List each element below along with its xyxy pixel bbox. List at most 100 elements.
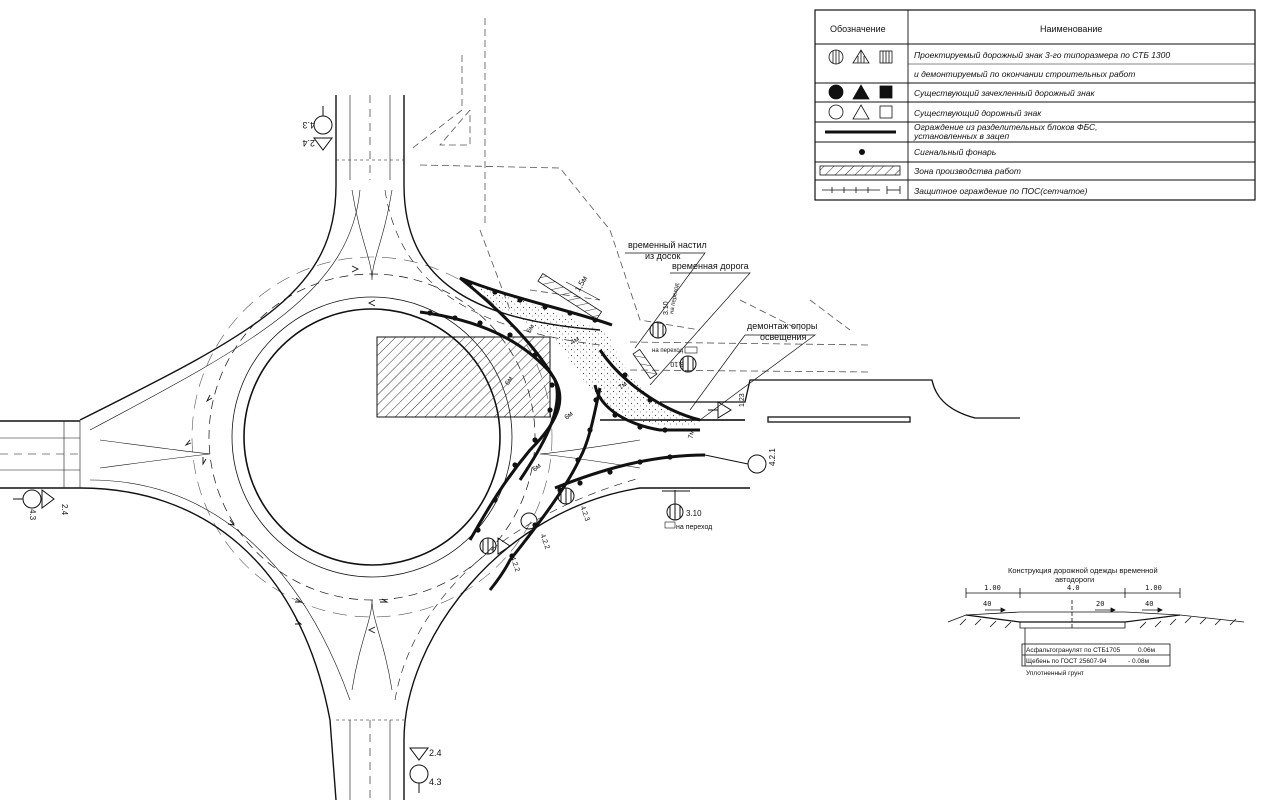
sign-labels: 4.3 2.4 2.4 4.3 2.4 4.3 3.10 3.10 3.10 н…: [28, 120, 777, 787]
central-island: [243, 308, 501, 566]
barrier-2: [459, 276, 559, 481]
label-422: 4.2.2: [539, 533, 551, 550]
legend-header-symbol: Обозначение: [830, 24, 886, 34]
lane-lines: [0, 95, 641, 800]
flow-arrows: [184, 265, 389, 634]
barrier-5: [554, 453, 706, 490]
section-title-line2: автодороги: [1055, 575, 1094, 584]
sign-310-lower: [662, 490, 690, 521]
label-421: 4.2.1: [768, 448, 777, 466]
label-310-mid: 3.10: [670, 360, 684, 367]
legend-row-3: Существующий зачехленный дорожный знак: [914, 88, 1095, 98]
barrier-tail: [598, 349, 701, 422]
label-perekhod-upper: на переход: [669, 282, 680, 314]
legend-table: [814, 9, 1256, 201]
label-north-43: 4.3: [302, 120, 315, 130]
signal-lamps: [427, 280, 673, 559]
label-north-24: 2.4: [302, 138, 315, 148]
legend-row-6: Сигнальный фонарь: [914, 147, 996, 157]
legend-row-2: и демонтируемый по окончании строительны…: [914, 69, 1135, 79]
sign-423-b: [479, 537, 511, 555]
dim-15: 1,5м: [573, 274, 589, 293]
label-south-24: 2.4: [429, 748, 442, 758]
south-splitter: [351, 599, 393, 691]
inner-ring: [231, 296, 513, 578]
dim-6-b: 6м: [504, 375, 515, 386]
barrier-3: [488, 387, 602, 591]
cross-section: [947, 588, 1245, 667]
dim-6-d: 6м: [531, 462, 542, 473]
legend-header-name: Наименование: [1040, 24, 1102, 34]
legend-row-4: Существующий дорожный знак: [914, 108, 1042, 118]
label-west-43: 4.3: [28, 509, 37, 521]
dim-7-b: 7м: [688, 429, 696, 439]
label-perekhod-lower: на переход: [676, 524, 712, 531]
sign-west-circle: [22, 489, 42, 509]
legend-row-1: Проектируемый дорожный знак 3-го типораз…: [914, 50, 1170, 60]
label-south-43: 4.3: [429, 777, 442, 787]
work-zone-hatch: [376, 336, 551, 418]
label-310-upper: 3.10: [663, 301, 670, 315]
barrier-1: [419, 310, 562, 541]
north-splitter: [351, 189, 393, 281]
legend-row-5b: установленных в зацеп: [913, 131, 1009, 141]
label-423-b: 4.2.2: [509, 556, 521, 573]
sign-west-triangle: [41, 489, 55, 509]
sign-north-circle: [313, 115, 333, 135]
section-title-line1: Конструкция дорожной одежды временной: [1008, 566, 1158, 575]
temporary-road: [465, 280, 700, 427]
section-dim-left: 1.00: [984, 584, 1001, 592]
callout-temp-deck-line1: временный настил: [628, 240, 707, 250]
sign-421: [747, 454, 767, 474]
sign-south-circle: [409, 764, 429, 784]
sign-423-a: [557, 487, 575, 505]
existing-streets: [409, 18, 871, 373]
callout-temp-road: временная дорога: [672, 261, 749, 271]
callout-dismantle-line2: освещения: [760, 332, 806, 342]
dim-6-c: 6м: [563, 410, 574, 421]
section-slope-mid: 20: [1096, 600, 1104, 608]
sign-north-triangle: [313, 137, 333, 151]
sign-310-mid: [679, 355, 697, 373]
temporary-deck: [537, 273, 658, 380]
signs: [13, 106, 767, 793]
dim-4: 4м: [570, 336, 581, 347]
callout-temp-deck-line2: из досок: [645, 251, 681, 261]
south-right-edge: [403, 487, 750, 800]
legend-symbols: [819, 49, 901, 194]
dim-7-a: 7м: [617, 380, 628, 391]
callouts: [625, 252, 817, 421]
legend-row-8: Защитное ограждение по ПОС(сетчатое): [914, 186, 1088, 196]
east-curb: [660, 379, 1020, 423]
label-310-lower: 3.10: [686, 509, 702, 518]
legend-row-5a: Ограждение из разделительных блоков ФБС,: [914, 122, 1097, 132]
barrier-4: [593, 384, 700, 432]
section-slope-right: 40: [1145, 600, 1153, 608]
callout-dismantle-line1: демонтаж опоры: [747, 321, 817, 331]
north-left-edge: [79, 95, 337, 421]
label-423-a: 4.2.3: [579, 505, 591, 522]
outer-lane-ring: [191, 256, 553, 618]
label-perekhod-mid: на переход: [652, 348, 684, 354]
dim-6-a: 6м: [526, 323, 537, 334]
section-layer-2: Щебень по ГОСТ 25607-94: [1026, 657, 1107, 665]
sign-310-upper: [649, 321, 667, 339]
section-layer-1-thk: 0.06м: [1138, 647, 1156, 654]
sign-south-triangle: [409, 747, 429, 761]
west-splitter: [99, 439, 211, 469]
section-dim-mid: 4.0: [1067, 584, 1080, 592]
roadway-edges: [0, 95, 750, 801]
sign-422: [520, 512, 538, 530]
legend-row-7: Зона производства работ: [914, 166, 1021, 176]
lane-divider-ring: [208, 273, 536, 601]
fbs-barriers: [419, 276, 706, 591]
label-123: 1.23: [739, 393, 746, 407]
roundabout: [191, 256, 553, 618]
section-layer-1: Асфальтогранулят по СТБ1705: [1026, 647, 1121, 654]
east-splitter: [539, 439, 641, 469]
section-layer-2-thk: - 0.08м: [1128, 658, 1150, 665]
section-slope-left: 40: [983, 600, 991, 608]
sign-123-triangle: [717, 401, 732, 419]
label-west-24: 2.4: [60, 504, 69, 516]
